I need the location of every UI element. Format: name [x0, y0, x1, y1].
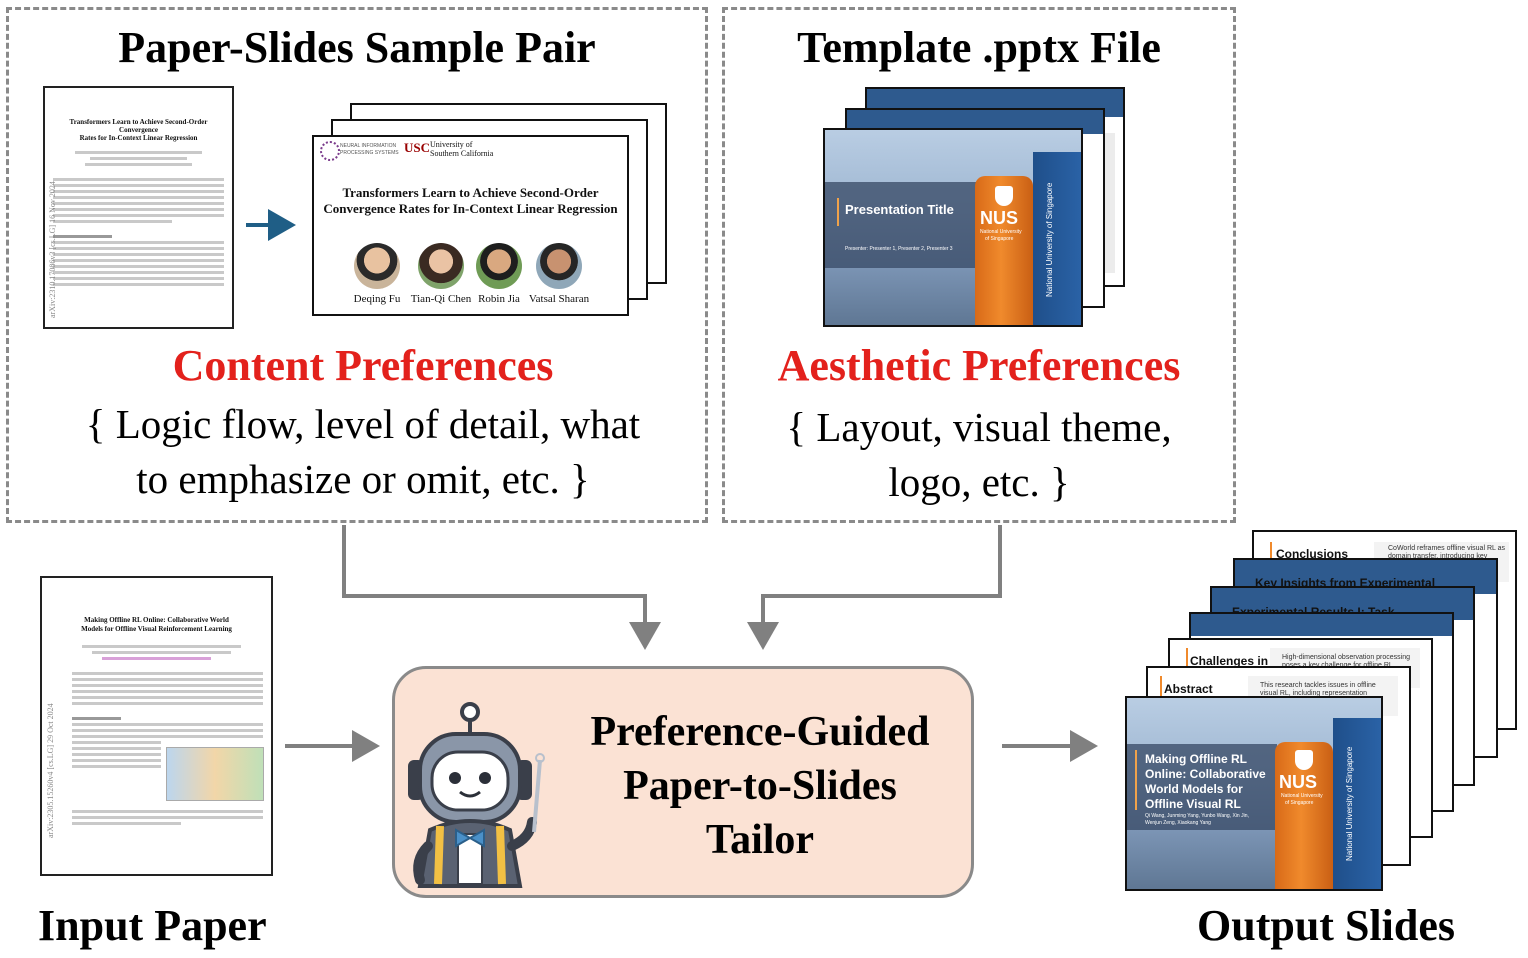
- author-photo-1: [354, 243, 400, 289]
- output-slide-title-1: Conclusions: [1276, 547, 1349, 561]
- sample-pair-panel: [6, 7, 708, 523]
- template-title: Presentation Title: [845, 202, 954, 217]
- sample-paper-title-line1: Transformers Learn to Achieve Second-Ord…: [69, 118, 208, 134]
- neurips-name-line1: NEURAL INFORMATION: [340, 143, 397, 149]
- template-wall-text: National University of Singapore: [1045, 182, 1054, 298]
- input-paper-title-line1: Making Offline RL Online: Collaborative …: [84, 616, 229, 624]
- output-wall-text: National University of Singapore: [1345, 746, 1354, 862]
- content-preferences-line2: to emphasize or omit, etc. }: [136, 456, 590, 502]
- template-presenters: Presenter: Presenter 1, Presenter 2, Pre…: [845, 246, 953, 252]
- output-nus-crest: [1295, 750, 1313, 770]
- output-title-line3: World Models for: [1145, 782, 1243, 796]
- template-heading: Template .pptx File: [797, 23, 1161, 72]
- aesthetic-preferences-line2: logo, etc. }: [888, 459, 1070, 505]
- content-preferences-title: Content Preferences: [172, 341, 554, 390]
- output-slide-title-6: Abstract: [1164, 682, 1213, 696]
- author-name-2: Tian-Qi Chen: [410, 293, 472, 305]
- output-nus-sub1: National University: [1281, 793, 1323, 799]
- tailor-text-line2: Paper-to-Slides: [623, 763, 897, 809]
- input-paper-thumbnail: arXiv:2305.15260v4 [cs.LG] 29 Oct 2024 M…: [40, 576, 273, 876]
- output-authors-line1: Qi Wang, Junming Yang, Yunbo Wang, Xin J…: [1145, 813, 1249, 819]
- aesthetic-preferences-line1: { Layout, visual theme,: [786, 404, 1172, 450]
- arrow-down-icon: [342, 525, 661, 650]
- usc-name-line1: University of: [430, 140, 473, 149]
- output-title-line2: Online: Collaborative: [1145, 767, 1266, 781]
- tailor-text-line1: Preference-Guided: [590, 709, 930, 755]
- template-nus-sub1: National University: [980, 229, 1022, 235]
- content-preferences-line1: { Logic flow, level of detail, what: [85, 401, 641, 447]
- aesthetic-preferences-title: Aesthetic Preferences: [777, 341, 1181, 390]
- output-nus-sub2: of Singapore: [1285, 800, 1314, 806]
- template-nus-logo: NUS: [980, 208, 1019, 228]
- output-slide-title: Making Offline RL Online: Collaborative …: [1125, 696, 1383, 891]
- sample-paper-title-line2: Rates for In-Context Linear Regression: [79, 134, 198, 142]
- input-paper-arxiv-id: arXiv:2305.15260v4 [cs.LG] 29 Oct 2024: [46, 703, 55, 838]
- author-photo-2: [418, 243, 464, 289]
- output-slides-label: Output Slides: [1197, 901, 1455, 950]
- sample-slide-title-line1: Transformers Learn to Achieve Second-Ord…: [342, 185, 599, 200]
- input-paper-label: Input Paper: [38, 901, 267, 950]
- sample-pair-heading: Paper-Slides Sample Pair: [118, 23, 596, 72]
- author-name-3: Robin Jia: [478, 293, 520, 305]
- usc-name-line2: Southern California: [430, 149, 494, 158]
- tailor-text-line3: Tailor: [705, 817, 815, 863]
- sample-slide-front: NEURAL INFORMATION PROCESSING SYSTEMS US…: [312, 135, 629, 316]
- sample-paper-arxiv-id: arXiv:2310.17086v3 [cs.LG] 16 Nov 2024: [48, 181, 57, 318]
- output-title-line4: Offline Visual RL: [1145, 797, 1241, 811]
- input-paper-title-line2: Models for Offline Visual Reinforcement …: [81, 625, 232, 633]
- output-nus-logo: NUS: [1279, 772, 1318, 792]
- sample-paper-thumbnail: arXiv:2310.17086v3 [cs.LG] 16 Nov 2024 T…: [43, 86, 234, 329]
- output-title-line1: Making Offline RL: [1145, 752, 1247, 766]
- input-paper-figure: [166, 747, 264, 801]
- sample-slide-title-line2: Convergence Rates for In-Context Linear …: [323, 201, 618, 216]
- output-authors-line2: Wenjun Zeng, Xiaokang Yang: [1145, 820, 1211, 826]
- usc-logo: USC: [404, 140, 431, 155]
- author-name-4: Vatsal Sharan: [528, 293, 590, 305]
- author-photo-4: [536, 243, 582, 289]
- template-panel: [722, 7, 1236, 523]
- author-photo-3: [476, 243, 522, 289]
- output-slide-title-5: Challenges in: [1190, 654, 1269, 668]
- template-slide-front: Presentation Title Presenter: Presenter …: [823, 128, 1083, 327]
- neurips-logo: [320, 141, 340, 161]
- template-nus-sub2: of Singapore: [985, 236, 1014, 242]
- neurips-name-line2: PROCESSING SYSTEMS: [340, 150, 399, 156]
- author-name-1: Deqing Fu: [353, 293, 401, 305]
- arrow-down-icon: [747, 525, 1002, 650]
- output-challenges-bullet: High-dimensional observation processing …: [1282, 654, 1411, 669]
- nus-crest: [995, 186, 1013, 206]
